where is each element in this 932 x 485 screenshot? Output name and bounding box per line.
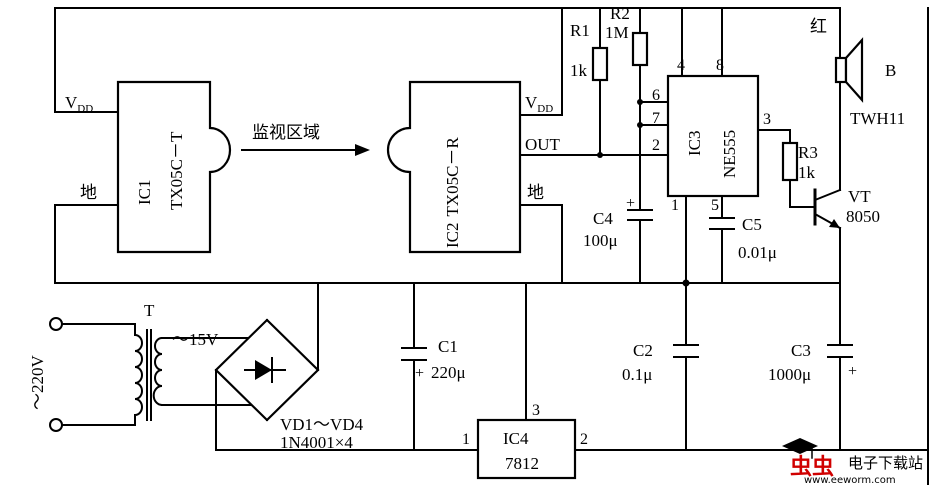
ic4-pin3: 3 xyxy=(532,402,540,419)
vt-name: VT xyxy=(848,187,871,206)
c1-value: 220μ xyxy=(431,363,466,382)
ic1-vdd-label: VDD xyxy=(65,93,93,115)
r2-name: R2 xyxy=(610,4,630,23)
c2-name: C2 xyxy=(633,341,653,360)
ic4-pin1: 1 xyxy=(462,431,470,448)
speaker-color-label: 红 xyxy=(810,17,827,37)
mains-input: ～220V xyxy=(28,317,63,432)
ic2-gnd-label: 地 xyxy=(527,183,544,203)
bridge-name: VD1～VD4 xyxy=(280,415,364,434)
ic3-pin7: 7 xyxy=(652,110,660,127)
ic4-model: 7812 xyxy=(505,454,539,473)
capacitor-c5: C5 0.01μ xyxy=(709,215,777,262)
watermark-brand: 虫虫 xyxy=(790,454,834,480)
c3-name: C3 xyxy=(791,341,811,360)
c5-value: 0.01μ xyxy=(738,243,777,262)
ic3-pin3: 3 xyxy=(763,111,771,128)
junction-dots xyxy=(597,99,690,287)
ic3-pin4: 4 xyxy=(677,57,685,74)
ic1-transmitter: VDD 地 IC1 TX05C－T xyxy=(65,80,232,254)
ic1-model: TX05C－T xyxy=(167,131,186,210)
capacitor-c4: + C4 100μ xyxy=(583,195,653,250)
ic1-name: IC1 xyxy=(135,180,154,206)
speaker-name: B xyxy=(885,61,896,80)
r1-value: 1k xyxy=(570,61,588,80)
resistor-r2: R2 1M xyxy=(605,4,649,67)
r1-name: R1 xyxy=(570,21,590,40)
vt-model: 8050 xyxy=(846,207,880,226)
ic3-pin6: 6 xyxy=(652,87,660,104)
bridge-rectifier: VD1～VD4 1N4001×4 xyxy=(214,318,364,452)
c2-value: 0.1μ xyxy=(622,365,652,384)
transformer-name: T xyxy=(144,301,155,320)
ic2-name-model: IC2TX05C－R xyxy=(443,137,462,248)
watermark: 虫虫 电子下载站 www.eeworm.com xyxy=(782,438,923,485)
c4-plus: + xyxy=(626,195,635,212)
r3-value: 1k xyxy=(798,163,816,182)
speaker-model: TWH11 xyxy=(850,109,905,128)
c1-plus: + xyxy=(415,365,424,382)
transformer-secondary: ～15V xyxy=(172,330,219,349)
ic3-pin8: 8 xyxy=(716,57,724,74)
resistor-r3: R3 1k xyxy=(781,141,818,182)
ic2-out-label: OUT xyxy=(525,135,561,154)
ic3-pin5: 5 xyxy=(711,197,719,214)
ic4-name: IC4 xyxy=(503,429,529,448)
ic3-pin2: 2 xyxy=(652,137,660,154)
ic1-gnd-label: 地 xyxy=(80,183,97,203)
capacitor-c1: C1 + 220μ xyxy=(401,337,466,382)
mortarboard-icon xyxy=(782,438,818,454)
ic3-pin1: 1 xyxy=(671,197,679,214)
r3-name: R3 xyxy=(798,143,818,162)
ic3-name: IC3 xyxy=(685,131,704,157)
r2-value: 1M xyxy=(605,23,629,42)
bridge-model: 1N4001×4 xyxy=(280,433,353,452)
ic4-regulator: IC4 7812 1 2 3 xyxy=(462,402,588,480)
c1-name: C1 xyxy=(438,337,458,356)
c4-name: C4 xyxy=(593,209,613,228)
c4-value: 100μ xyxy=(583,231,618,250)
c3-plus: + xyxy=(848,363,857,380)
watermark-title: 电子下载站 xyxy=(848,454,923,472)
mains-label: ～220V xyxy=(28,355,47,410)
c5-name: C5 xyxy=(742,215,762,234)
resistor-r1: R1 1k xyxy=(570,21,609,82)
capacitor-c3: + C3 1000μ xyxy=(768,341,857,384)
c3-value: 1000μ xyxy=(768,365,811,384)
monitor-arrow: 监视区域 xyxy=(241,123,370,156)
capacitor-c2: C2 0.1μ xyxy=(622,341,699,384)
monitor-label: 监视区域 xyxy=(252,123,320,143)
ic2-vdd-label: VDD xyxy=(525,93,553,115)
speaker-b: 红 B TWH11 xyxy=(810,17,905,128)
ic3-ne555: 4 8 6 7 2 3 1 5 IC3 NE555 xyxy=(652,57,771,214)
transistor-vt: VT 8050 xyxy=(813,187,880,230)
ic2-receiver: VDD OUT 地 IC2TX05C－R xyxy=(386,80,561,254)
watermark-url: www.eeworm.com xyxy=(804,475,896,485)
transformer-t: T ～15V xyxy=(134,301,219,426)
ic4-pin2: 2 xyxy=(580,431,588,448)
ic3-model: NE555 xyxy=(720,130,739,178)
